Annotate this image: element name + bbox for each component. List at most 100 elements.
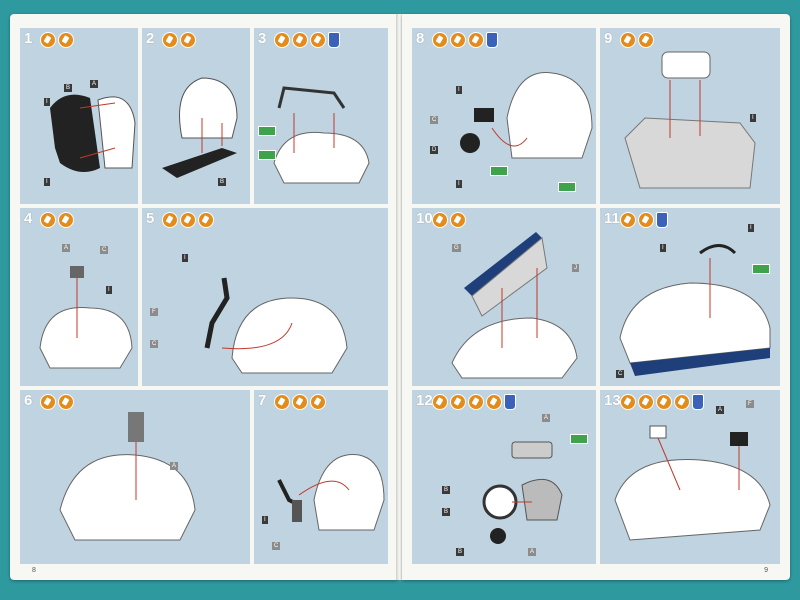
glue-bottle-icon — [486, 32, 498, 48]
paint-pot-icon — [620, 394, 636, 410]
paint-icons — [620, 32, 654, 48]
page-number: 8 — [32, 567, 36, 574]
part-label: B — [456, 548, 465, 556]
paint-icons — [40, 32, 74, 48]
paint-pot-icon — [468, 394, 484, 410]
step-number: 1 — [24, 30, 33, 47]
right-grid: 8 I C D I — [412, 28, 780, 568]
paint-pot-icon — [58, 394, 74, 410]
part-label: B — [64, 84, 73, 92]
step-3-illustration — [273, 86, 370, 184]
green-reference-tag — [258, 126, 276, 136]
part-label: I — [106, 286, 112, 294]
green-reference-tag — [570, 434, 588, 444]
paint-pot-icon — [274, 32, 290, 48]
part-label: J — [572, 264, 579, 272]
step-12-illustration — [482, 441, 563, 544]
paint-icons — [432, 212, 466, 228]
step-number: 7 — [258, 392, 267, 409]
paint-pot-icon — [292, 394, 308, 410]
step-11-illustration — [619, 244, 771, 376]
paint-pot-icon — [274, 394, 290, 410]
paint-pot-icon — [638, 394, 654, 410]
part-label: I — [750, 114, 756, 122]
glue-bottle-icon — [328, 32, 340, 48]
paint-icons — [274, 394, 326, 410]
step-panel-9: 9 I — [600, 28, 780, 204]
paint-icons — [40, 212, 74, 228]
part-label: I — [456, 180, 462, 188]
step-number: 3 — [258, 30, 267, 47]
paint-pot-icon — [292, 32, 308, 48]
paint-pot-icon — [58, 212, 74, 228]
part-label: C — [150, 340, 159, 348]
paint-pot-icon — [432, 32, 448, 48]
right-page: 8 I C D I — [402, 14, 790, 580]
step-panel-8: 8 I C D I — [412, 28, 596, 204]
part-label: C — [100, 246, 109, 254]
step-panel-10: 10 G J — [412, 208, 596, 386]
left-grid: 1 I B A I 2 — [20, 28, 388, 568]
green-reference-tag — [558, 182, 576, 192]
green-reference-tag — [490, 166, 508, 176]
step-number: 11 — [604, 210, 620, 227]
paint-icons — [620, 212, 668, 228]
paint-pot-icon — [310, 32, 326, 48]
paint-pot-icon — [450, 394, 466, 410]
part-label: A — [716, 406, 725, 414]
paint-icons — [162, 212, 214, 228]
paint-pot-icon — [468, 32, 484, 48]
paint-pot-icon — [310, 394, 326, 410]
paint-pot-icon — [656, 394, 672, 410]
part-label: G — [452, 244, 461, 252]
step-number: 5 — [146, 210, 155, 227]
glue-bottle-icon — [656, 212, 668, 228]
part-label: I — [660, 244, 666, 252]
paint-pot-icon — [674, 394, 690, 410]
paint-pot-icon — [638, 32, 654, 48]
part-label: A — [90, 80, 99, 88]
instruction-booklet: 1 I B A I 2 — [10, 14, 790, 580]
part-label: B — [442, 486, 451, 494]
paint-pot-icon — [638, 212, 654, 228]
glue-bottle-icon — [504, 394, 516, 410]
part-label: I — [748, 224, 754, 232]
part-label: I — [44, 98, 50, 106]
step-panel-12: 12 A B B B — [412, 390, 596, 564]
part-label: A — [542, 414, 551, 422]
part-label: F — [150, 308, 158, 316]
step-number: 6 — [24, 392, 33, 409]
paint-pot-icon — [58, 32, 74, 48]
part-label: C — [430, 116, 439, 124]
paint-pot-icon — [198, 212, 214, 228]
step-4-illustration — [39, 266, 133, 369]
step-10-illustration — [451, 232, 578, 379]
spine — [396, 14, 404, 580]
step-5-illustration — [204, 277, 348, 374]
paint-pot-icon — [620, 32, 636, 48]
part-label: B — [218, 178, 227, 186]
paint-pot-icon — [40, 32, 56, 48]
green-reference-tag — [258, 150, 276, 160]
part-label: A — [170, 462, 179, 470]
paint-icons — [40, 394, 74, 410]
step-panel-1: 1 I B A I — [20, 28, 138, 204]
part-label: D — [430, 146, 439, 154]
part-label: I — [182, 254, 188, 262]
part-label: I — [456, 86, 462, 94]
step-7-illustration — [277, 454, 385, 531]
page-number: 9 — [764, 567, 768, 574]
paint-pot-icon — [162, 32, 178, 48]
part-label: I — [44, 178, 50, 186]
step-number: 13 — [604, 392, 621, 409]
step-9-illustration — [624, 51, 756, 189]
step-number: 4 — [24, 210, 33, 227]
paint-pot-icon — [450, 32, 466, 48]
paint-icons — [432, 32, 498, 48]
step-number: 9 — [604, 30, 613, 47]
green-reference-tag — [752, 264, 770, 274]
step-panel-7: 7 I C — [254, 390, 388, 564]
part-label: C — [616, 370, 625, 378]
step-panel-3: 3 — [254, 28, 388, 204]
step-panel-13: 13 A F — [600, 390, 780, 564]
